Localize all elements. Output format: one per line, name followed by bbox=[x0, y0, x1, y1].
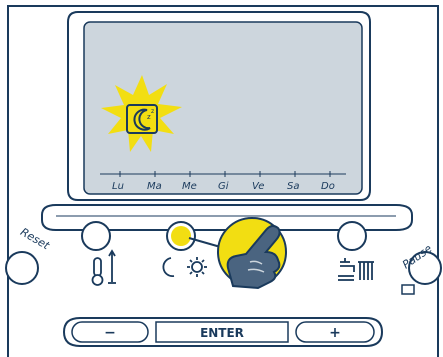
day-label: Ma bbox=[147, 181, 162, 192]
minus-label: − bbox=[104, 325, 116, 341]
temperature-knob[interactable] bbox=[82, 222, 110, 250]
mode-knob[interactable] bbox=[167, 222, 195, 250]
day-label: Lu bbox=[112, 181, 124, 192]
day-label: Me bbox=[182, 181, 197, 192]
day-label: Gi bbox=[218, 181, 229, 192]
pause-indicator bbox=[402, 285, 414, 294]
pressing-hand-icon bbox=[218, 218, 286, 288]
day-label: Ve bbox=[252, 181, 264, 192]
day-label: Do bbox=[321, 181, 335, 192]
hot-water-knob[interactable] bbox=[338, 222, 366, 250]
plus-label: + bbox=[329, 325, 341, 341]
pause-button[interactable]: Pause bbox=[400, 242, 441, 294]
moon-sun-icon bbox=[163, 257, 207, 277]
tap-radiator-icon bbox=[338, 258, 374, 280]
day-label: Sa bbox=[287, 181, 299, 192]
enter-label: ENTER bbox=[200, 326, 244, 340]
reset-button[interactable]: Reset bbox=[6, 225, 52, 284]
svg-text:z: z bbox=[151, 108, 154, 115]
thermometer-icon bbox=[93, 251, 117, 285]
